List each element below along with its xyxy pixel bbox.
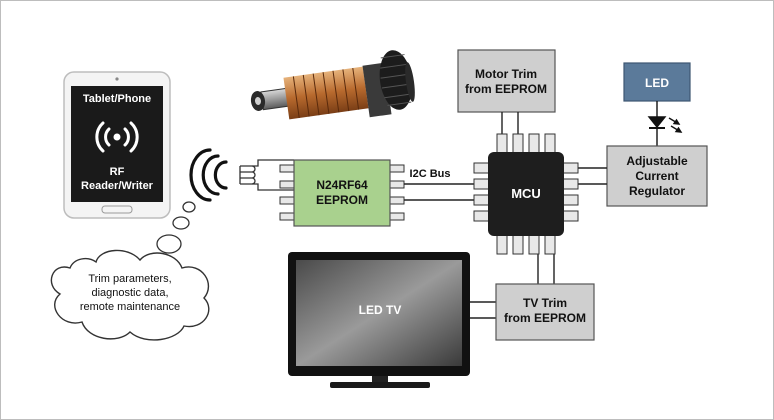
rf-broadcast-icon (95, 121, 139, 153)
led-tv-image: LED TV (288, 252, 470, 388)
led-label: LED (645, 76, 669, 90)
tablet-title: Tablet/Phone (83, 93, 151, 105)
motor-armature-image (250, 50, 415, 120)
tablet-reader-writer-label: Reader/Writer (81, 180, 154, 192)
cloud-line-2: diagnostic data, (91, 287, 168, 299)
i2c-bus-lines (404, 183, 474, 201)
cloud-line-3: remote maintenance (80, 301, 180, 313)
led-block: LED (623, 62, 691, 102)
mcu-connection-lines (501, 112, 607, 284)
rf-waves-icon (189, 148, 228, 202)
current-regulator-block: Adjustable Current Regulator (606, 145, 708, 207)
tv-trim-block: TV Trim from EEPROM (495, 283, 595, 341)
regulator-line-3: Regulator (629, 184, 685, 198)
motor-trim-label: Motor Trim (475, 67, 537, 81)
eeprom-type-label: EEPROM (316, 193, 368, 207)
tv-trim-label: TV Trim (523, 296, 567, 310)
regulator-line-2: Current (635, 169, 678, 183)
mcu-label: MCU (511, 186, 541, 201)
led-diode-icon (647, 101, 683, 146)
antenna-coil-icon (239, 159, 294, 191)
thought-bubbles (156, 201, 196, 254)
motor-trim-source-label: from EEPROM (465, 82, 547, 96)
cloud-line-1: Trim parameters, (88, 273, 171, 285)
speech-cloud (50, 249, 210, 341)
eeprom-block: N24RF64 EEPROM (279, 159, 405, 227)
tv-connection-lines (470, 301, 496, 319)
mcu-chip: MCU (473, 133, 579, 255)
motor-trim-block: Motor Trim from EEPROM (457, 49, 556, 113)
tablet-device: Tablet/Phone RF Reader/Writer (63, 71, 171, 219)
regulator-line-1: Adjustable (626, 154, 688, 168)
eeprom-part-label: N24RF64 (316, 178, 368, 192)
i2c-bus-label: I2C Bus (410, 168, 451, 180)
tv-trim-source-label: from EEPROM (504, 311, 586, 325)
tv-label: LED TV (359, 303, 402, 317)
tablet-rf-label: RF (110, 166, 125, 178)
